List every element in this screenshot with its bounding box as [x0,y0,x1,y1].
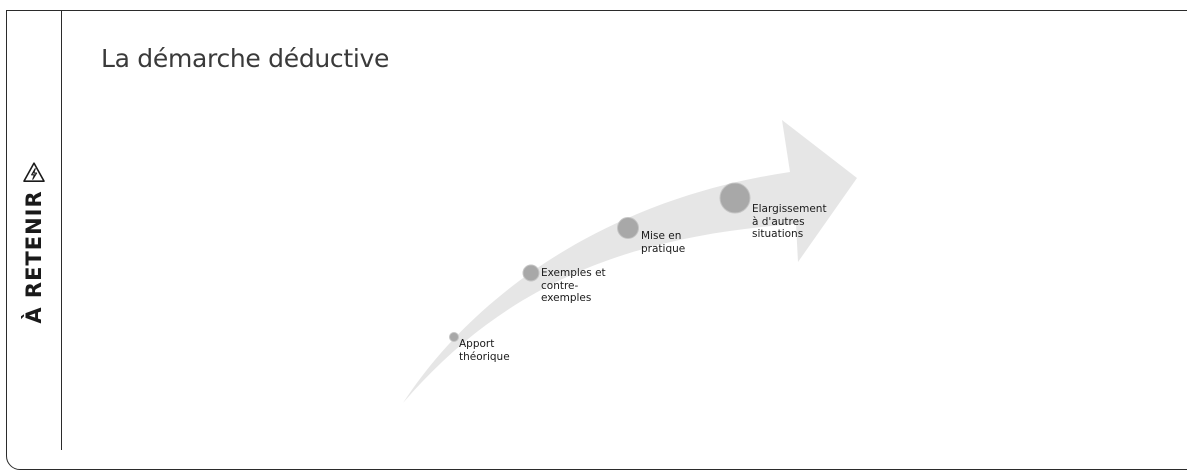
sidebar-divider [61,10,62,450]
sidebar-label: À RETENIR [22,160,46,324]
step-dot-3 [617,217,639,239]
step-dot-1 [449,332,459,342]
step-dot-4 [719,182,751,214]
step-dot-2 [522,264,540,282]
deductive-process-diagram [403,120,857,403]
page-title: La démarche déductive [101,44,390,73]
warning-icon [22,160,46,184]
step-label-2: Exemples et contre- exemples [541,267,606,304]
step-label-4: Elargissement à d'autres situations [752,203,827,240]
step-label-1: Apport théorique [459,338,510,363]
step-label-3: Mise en pratique [641,230,686,255]
